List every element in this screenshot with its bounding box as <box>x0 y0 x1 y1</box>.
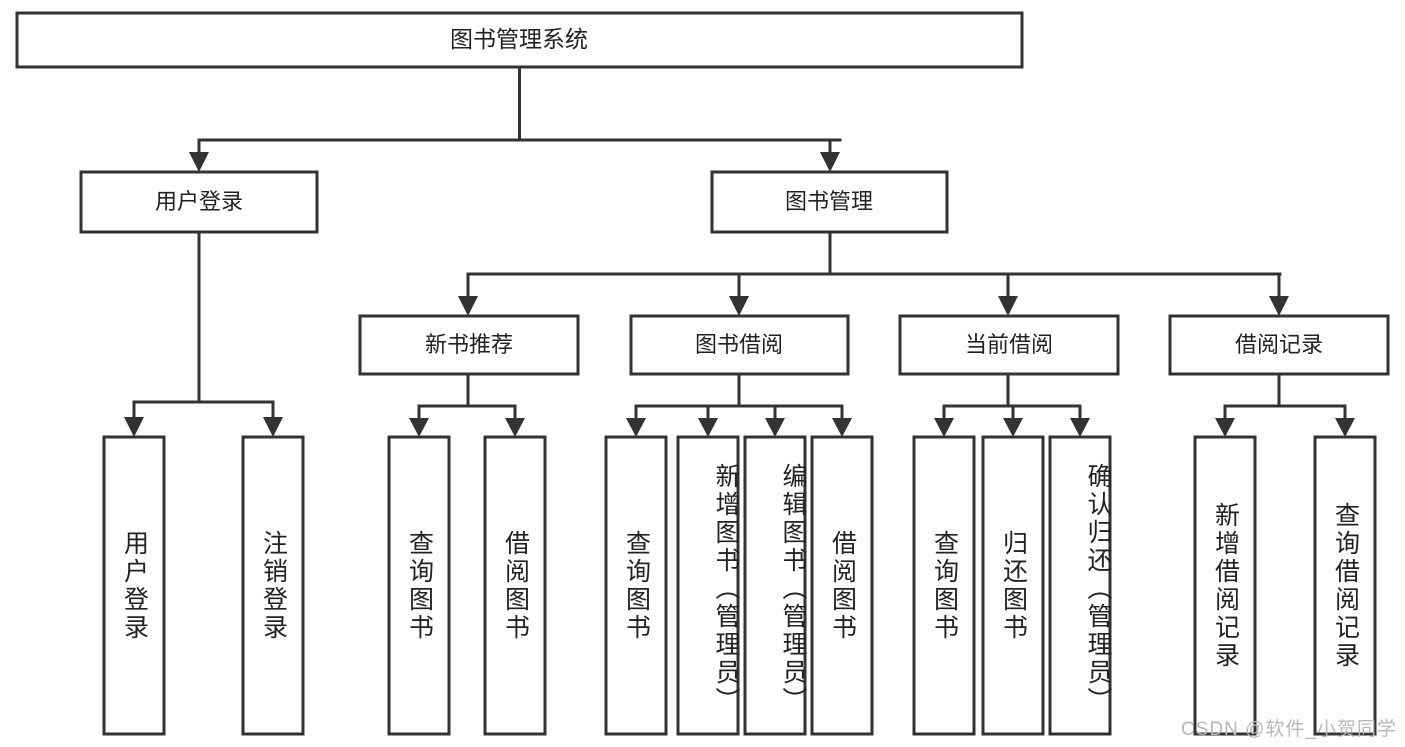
arrowhead-current-borrow-leaf-2 <box>1003 418 1023 437</box>
arrowhead-to-borrow-record <box>1269 296 1289 316</box>
arrowhead-current-borrow-leaf-3 <box>1070 418 1090 437</box>
leaf-box-current-borrow-3[interactable] <box>1048 435 1112 736</box>
arrowhead-user-login-leaf-2 <box>263 417 283 437</box>
node-book-borrow-label: 图书借阅 <box>695 332 783 357</box>
leaf-box-book-borrow-3[interactable] <box>743 435 807 736</box>
leaf-box-book-borrow-2[interactable] <box>676 435 740 736</box>
connector-group-user-login <box>124 230 283 437</box>
connector-group-current-borrow <box>934 372 1090 437</box>
arrowhead-book-borrow-leaf-1 <box>626 418 646 437</box>
leaf-box-user-login-1[interactable] <box>102 435 166 736</box>
leaf-box-current-borrow-2[interactable] <box>981 435 1045 736</box>
arrowhead-root-to-book-manage <box>820 152 840 172</box>
leaf-box-book-borrow-4[interactable] <box>810 435 874 736</box>
leaf-box-new-book-recommend-1[interactable] <box>387 435 451 736</box>
leaf-box-user-login-2[interactable] <box>241 435 305 736</box>
node-borrow-record-box[interactable] <box>1168 314 1390 376</box>
node-book-borrow-box[interactable] <box>629 314 850 376</box>
arrowhead-new-book-recommend-leaf-2 <box>505 418 525 437</box>
node-book-manage-box[interactable] <box>710 170 949 234</box>
connector-group-book-borrow <box>626 372 852 437</box>
arrowhead-to-new-book-recommend <box>458 296 478 316</box>
arrowhead-book-borrow-leaf-4 <box>832 418 852 437</box>
node-root-label: 图书管理系统 <box>450 26 588 52</box>
connector-group-new-book-recommend <box>409 372 525 437</box>
leaf-box-borrow-record-2[interactable] <box>1313 435 1377 736</box>
connector-group-borrow-record <box>1215 372 1355 437</box>
leaf-box-new-book-recommend-2[interactable] <box>483 435 547 736</box>
arrowhead-borrow-record-leaf-1 <box>1215 418 1235 437</box>
node-root-box[interactable] <box>15 11 1024 69</box>
arrowhead-borrow-record-leaf-2 <box>1335 418 1355 437</box>
arrowhead-book-borrow-leaf-2 <box>698 418 718 437</box>
node-current-borrow-label: 当前借阅 <box>965 332 1053 357</box>
csdn-watermark: CSDN @软件_小贺同学 <box>1181 719 1397 740</box>
arrowhead-book-borrow-leaf-3 <box>765 418 785 437</box>
arrowhead-to-book-borrow <box>729 296 749 316</box>
node-borrow-record-label: 借阅记录 <box>1235 332 1323 357</box>
leaf-box-book-borrow-1[interactable] <box>604 435 668 736</box>
arrowhead-new-book-recommend-leaf-1 <box>409 418 429 437</box>
arrowhead-user-login-leaf-1 <box>124 417 144 437</box>
node-current-borrow-box[interactable] <box>898 314 1120 376</box>
arrowhead-to-current-borrow <box>998 296 1018 316</box>
leaf-box-borrow-record-1[interactable] <box>1193 435 1257 736</box>
node-book-manage-label: 图书管理 <box>785 189 873 214</box>
node-new-book-recommend-label: 新书推荐 <box>425 332 513 357</box>
node-new-book-recommend-box[interactable] <box>358 314 580 376</box>
arrowhead-root-to-user-login <box>189 152 209 172</box>
leaf-box-current-borrow-1[interactable] <box>912 435 976 736</box>
connector-group-root <box>189 65 842 172</box>
connector-group-book-manage <box>458 230 1289 316</box>
node-user-login-label: 用户登录 <box>155 189 243 214</box>
node-user-login-box[interactable] <box>79 170 319 234</box>
arrowhead-current-borrow-leaf-1 <box>934 418 954 437</box>
